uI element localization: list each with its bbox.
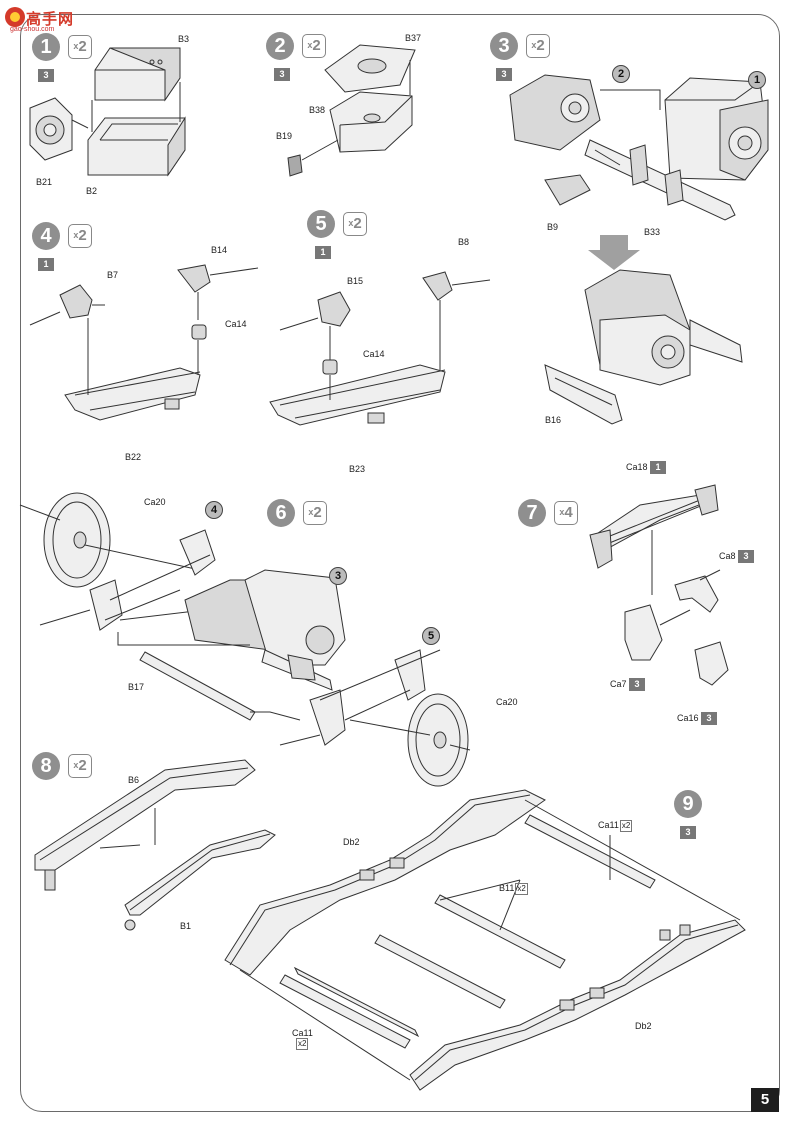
step-number: 7 [518,499,546,527]
part-label-b19: B19 [276,131,293,141]
part-label-ca20-right: Ca20 [496,697,518,707]
part-label-db2-top: Db2 [343,837,360,847]
step3-art [509,74,769,221]
step-multiplier: x2 [68,754,92,778]
step9-art [224,789,746,1091]
part-label-b8: B8 [458,237,470,247]
step8-art [34,759,276,931]
quantity-box: x2 [515,883,528,895]
step6-art [19,492,471,787]
step-number: 5 [307,210,335,238]
part-label-b14: B14 [211,245,228,255]
callout-subassembly-4: 4 [205,501,223,519]
callout-subassembly-2: 2 [612,65,630,83]
part-label-ca8: Ca8 3 [719,550,755,563]
step3-result-art [544,269,743,425]
sprue-sheet-tag: 3 [496,68,512,81]
sprue-sheet-tag: 3 [629,678,646,691]
watermark-emblem-icon [5,7,25,27]
step4-art [29,264,259,421]
part-label-db2-bottom: Db2 [635,1021,652,1031]
sprue-sheet-tag: 1 [650,461,667,474]
part-label-b15: B15 [347,276,364,286]
step-multiplier: x2 [302,34,326,58]
step-multiplier: x4 [554,501,578,525]
sequence-arrow-icon [588,235,640,270]
part-label-b1: B1 [180,921,192,931]
step-number: 8 [32,752,60,780]
callout-subassembly-3: 3 [329,567,347,585]
step-number: 6 [267,499,295,527]
page-number: 5 [751,1088,779,1112]
part-label-b33: B33 [644,227,661,237]
sprue-sheet-tag: 3 [680,826,696,839]
callout-subassembly-1: 1 [748,71,766,89]
step-multiplier: x2 [303,501,327,525]
part-label-b7: B7 [107,270,119,280]
part-label-b6: B6 [128,775,140,785]
step-number: 3 [490,32,518,60]
watermark-text: 高手网 [26,11,75,28]
sprue-sheet-tag: 3 [701,712,718,725]
part-label-ca7: Ca7 3 [610,678,646,691]
quantity-box: x2 [296,1038,309,1050]
step5-art [269,271,491,426]
part-label-ca20-left: Ca20 [144,497,166,507]
step1-art [29,47,186,177]
part-label-b37: B37 [405,33,422,43]
part-label-b21: B21 [36,177,53,187]
part-label-b22: B22 [125,452,142,462]
part-label-ca16: Ca16 3 [677,712,718,725]
step-number: 4 [32,222,60,250]
part-label-b3: B3 [178,34,190,44]
part-label-ca18: Ca18 1 [626,461,667,474]
step-multiplier: x2 [343,212,367,236]
step-multiplier: x2 [68,35,92,59]
step7-art [589,484,729,686]
step-multiplier: x2 [68,224,92,248]
step-number: 1 [32,33,60,61]
sprue-sheet-tag: 1 [315,246,331,259]
quantity-box: x2 [619,820,633,832]
sprue-sheet-tag: 1 [38,258,54,271]
page-frame [20,14,780,1112]
watermark-logo: 高手网 gao-shou.com [4,4,74,38]
sprue-sheet-tag: 3 [38,69,54,82]
part-label-b2: B2 [86,186,98,196]
part-label-b9: B9 [547,222,559,232]
sprue-sheet-tag: 3 [738,550,755,563]
sprue-sheet-tag: 3 [274,68,290,81]
part-label-ca14-step5: Ca14 [363,349,385,359]
part-label-b17: B17 [128,682,145,692]
step2-art [287,44,416,177]
step-number: 9 [674,790,702,818]
part-label-ca14-step4: Ca14 [225,319,247,329]
part-label-b16: B16 [545,415,562,425]
watermark-url: gao-shou.com [10,26,55,33]
part-label-b38: B38 [309,105,326,115]
step-number: 2 [266,32,294,60]
part-label-b23: B23 [349,464,366,474]
callout-subassembly-5: 5 [422,627,440,645]
step-multiplier: x2 [526,34,550,58]
